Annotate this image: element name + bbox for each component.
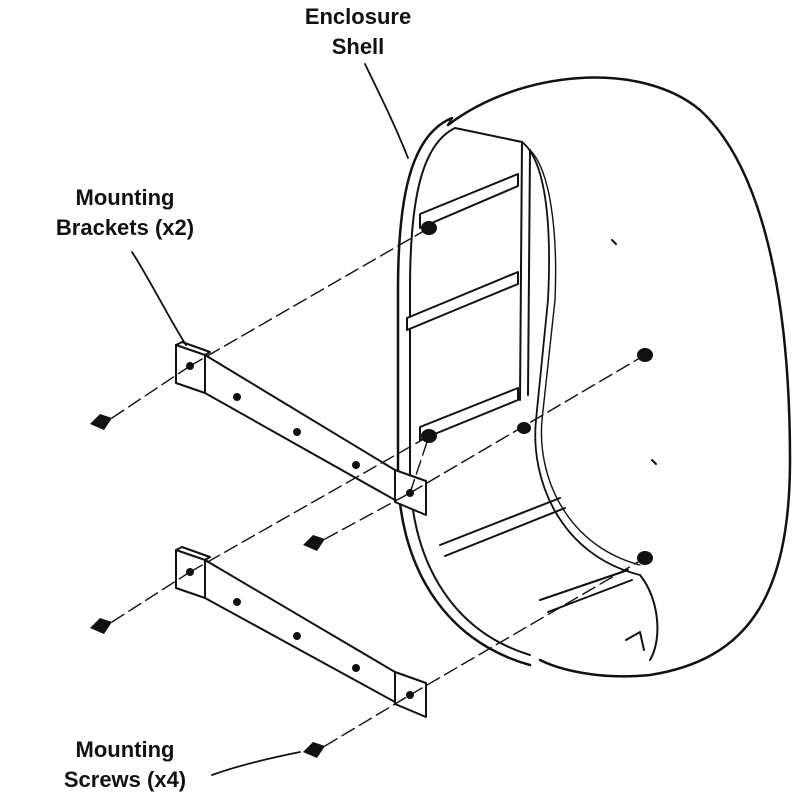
mounting-screws	[90, 414, 325, 758]
screw-3-icon	[90, 618, 112, 634]
screw-1-icon	[90, 414, 112, 430]
label-mounting-screws-line2: Screws (x4)	[63, 767, 187, 792]
leader-screws	[211, 751, 301, 776]
shell-inner-rim-2	[529, 149, 641, 566]
shell-front-inner-edge	[409, 127, 531, 656]
label-mounting-screws: Mounting Screws (x4)	[40, 735, 210, 795]
mounting-bracket-upper	[175, 341, 427, 516]
leader-lines	[131, 63, 409, 776]
label-mounting-brackets: Mounting Brackets (x2)	[20, 183, 230, 243]
shell-inner-rim	[521, 141, 641, 576]
rail-1	[419, 173, 519, 229]
shell-rails	[406, 173, 653, 565]
label-enclosure-shell: Enclosure Shell	[268, 2, 448, 62]
label-mounting-screws-line1: Mounting	[75, 737, 175, 762]
label-enclosure-shell-line2: Shell	[331, 34, 385, 59]
rail-2	[406, 271, 519, 331]
leader-shell	[364, 63, 409, 159]
screw-2-icon	[303, 535, 325, 551]
label-mounting-brackets-line2: Brackets (x2)	[55, 215, 195, 240]
rail-3	[419, 387, 519, 441]
label-mounting-brackets-line1: Mounting	[75, 185, 175, 210]
enclosure-shell	[396, 76, 792, 678]
screw-4-icon	[303, 742, 325, 758]
leader-brackets	[131, 251, 187, 346]
shell-outer-rim	[446, 76, 792, 678]
assembly-lines	[111, 227, 646, 747]
mounting-bracket-lower	[175, 546, 427, 718]
label-enclosure-shell-line1: Enclosure	[304, 4, 412, 29]
